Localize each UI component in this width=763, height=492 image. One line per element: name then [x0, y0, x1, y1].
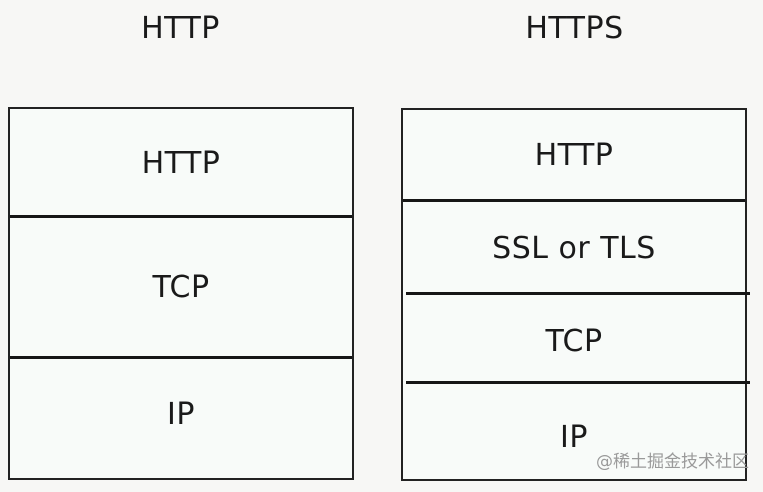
layer-label: TCP: [152, 270, 210, 305]
http-layer-http: HTTP: [10, 109, 352, 217]
layer-label: IP: [560, 420, 588, 455]
https-layer-tcp: TCP: [403, 297, 745, 385]
http-stack-title: HTTP: [141, 11, 220, 46]
layer-label: HTTP: [534, 137, 614, 173]
http-stack: HTTP TCP IP: [8, 107, 354, 480]
https-layer-http: HTTP: [403, 110, 745, 200]
layer-divider: [403, 199, 745, 202]
layer-label: SSL or TLS: [492, 231, 656, 266]
watermark: @稀土掘金技术社区: [596, 452, 749, 472]
https-layer-ip: IP: [403, 386, 745, 481]
https-layer-ssl-tls: SSL or TLS: [403, 202, 745, 295]
http-layer-tcp: TCP: [10, 218, 352, 357]
layer-label: TCP: [545, 323, 603, 359]
layer-divider: [10, 356, 352, 359]
layer-label: IP: [167, 396, 195, 432]
https-stack-title: HTTPS: [525, 11, 624, 46]
layer-divider: [406, 381, 750, 384]
http-layer-ip: IP: [10, 359, 352, 469]
layer-divider: [406, 292, 750, 295]
layer-divider: [10, 215, 352, 218]
layer-label: HTTP: [141, 145, 221, 181]
